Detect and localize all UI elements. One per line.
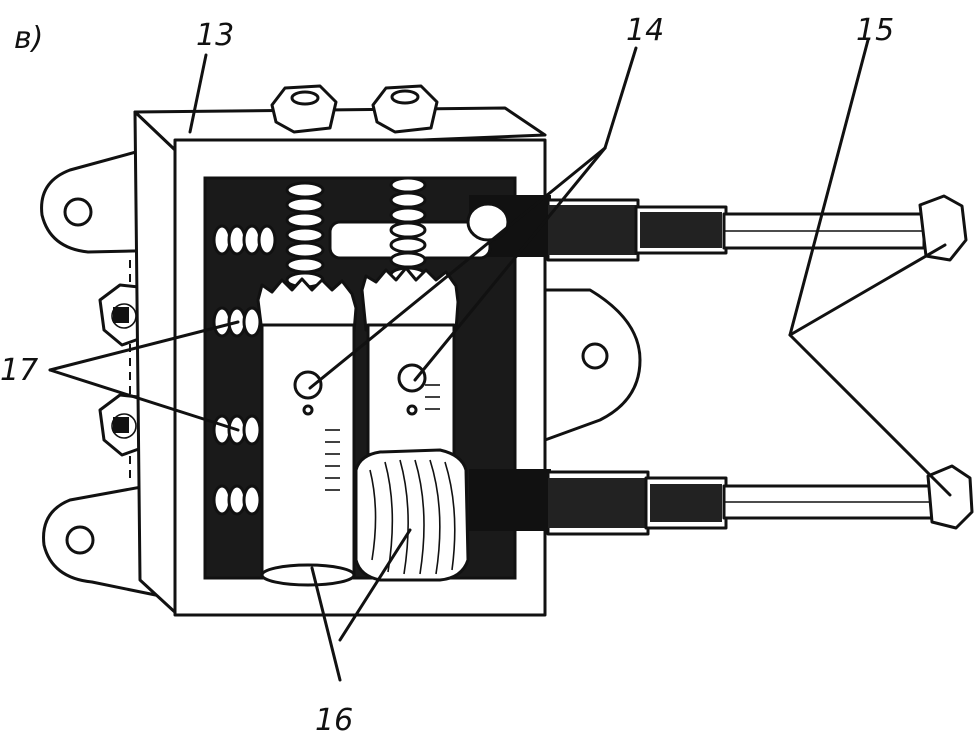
bolt-lower xyxy=(469,464,974,536)
helical-gear xyxy=(354,448,470,582)
panel-label: в) xyxy=(14,21,43,56)
callout-15: 15 xyxy=(856,13,894,48)
callout-13: 13 xyxy=(196,18,234,53)
spindle-cylinder-left xyxy=(256,277,358,587)
callout-17: 17 xyxy=(0,353,38,388)
bolt-upper xyxy=(469,194,968,262)
vertical-spring-right xyxy=(389,176,427,284)
leader-lines xyxy=(48,38,952,682)
rear-plate-right xyxy=(543,288,642,442)
top-hex-nut-right xyxy=(371,84,439,134)
callout-16: 16 xyxy=(315,703,353,738)
top-hex-nut-left xyxy=(270,84,338,134)
spindle-cylinder-right xyxy=(360,266,460,462)
vertical-spring-left xyxy=(285,181,325,289)
horizontal-springs xyxy=(212,224,277,516)
callout-14: 14 xyxy=(626,13,664,48)
